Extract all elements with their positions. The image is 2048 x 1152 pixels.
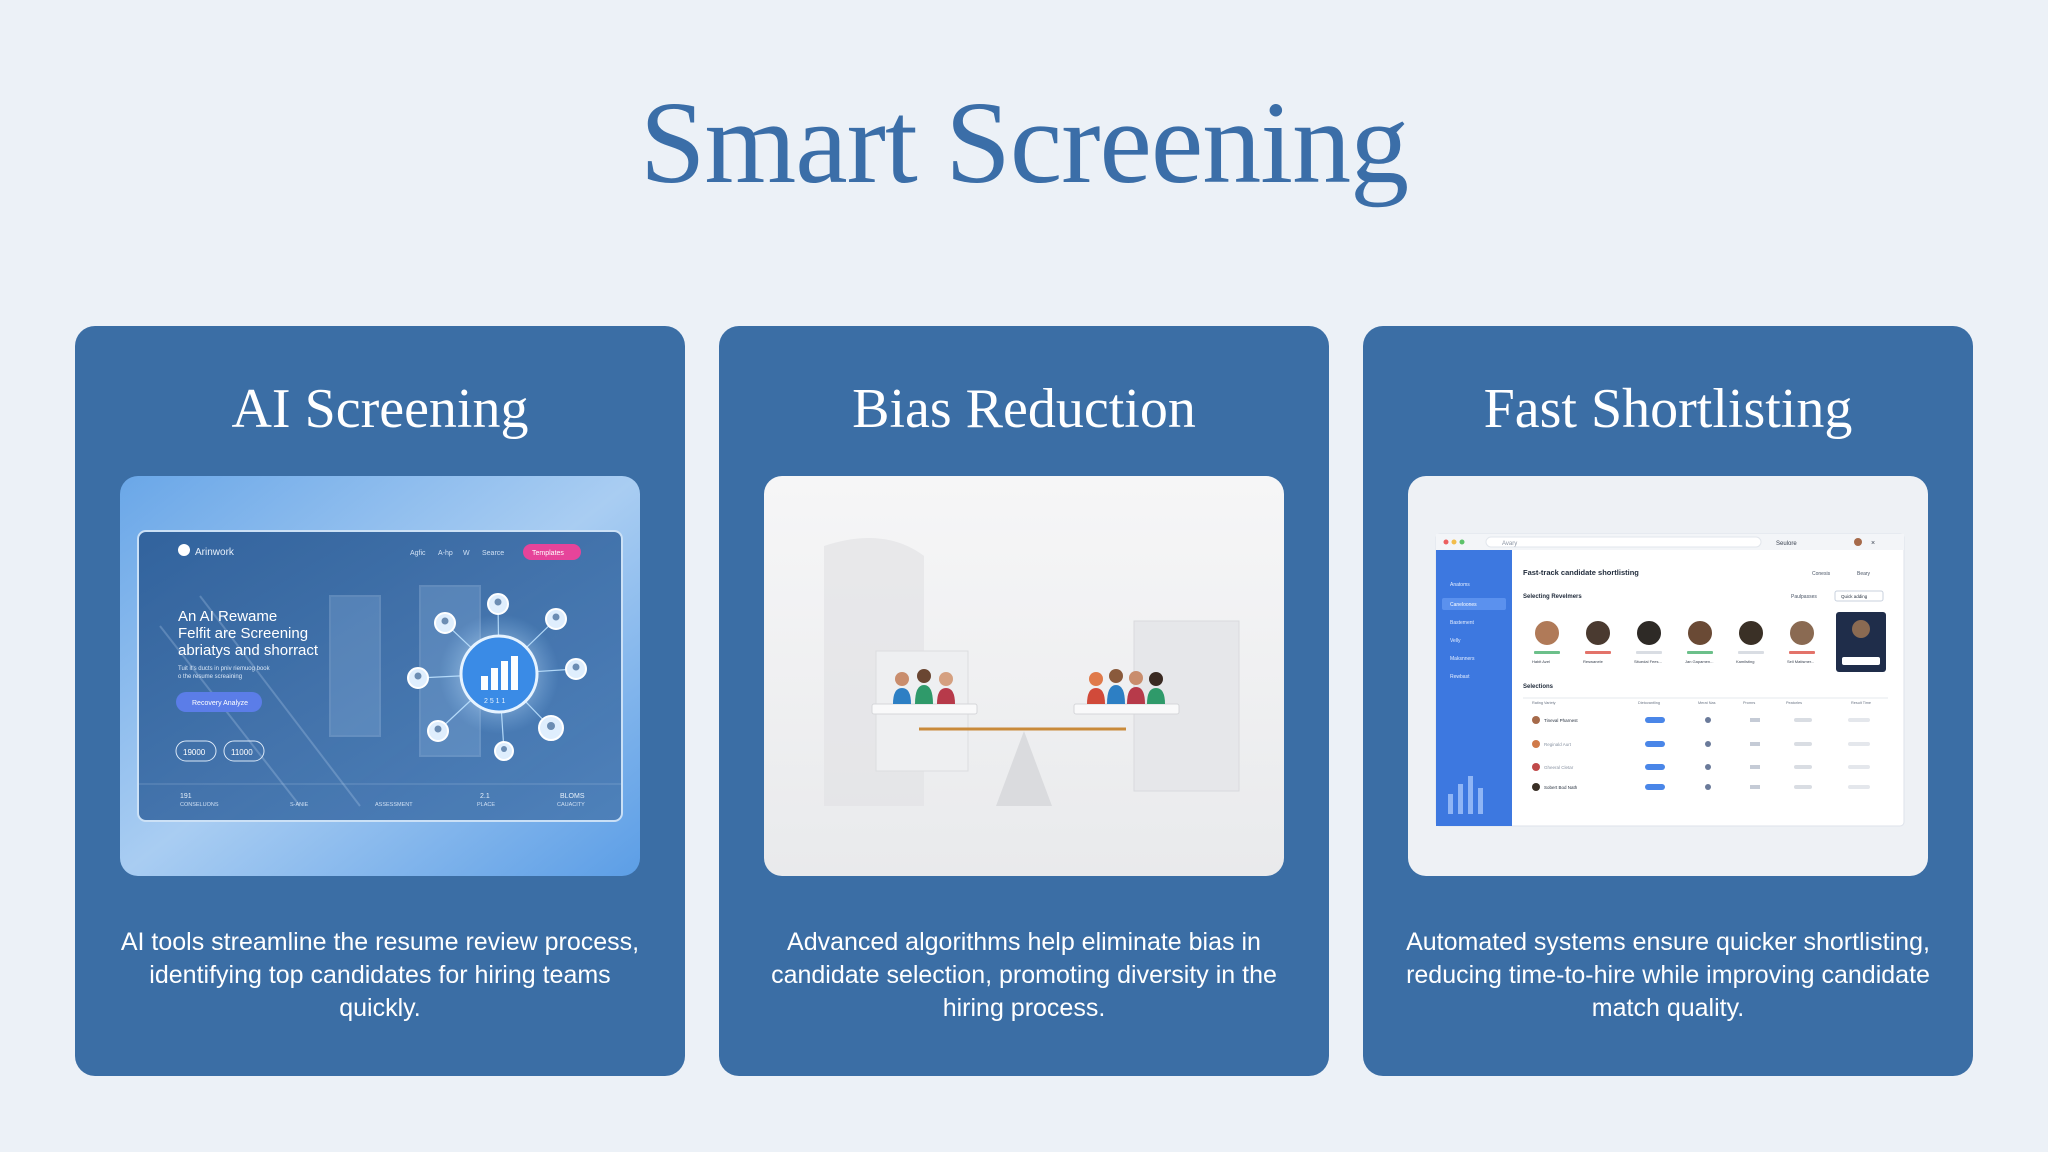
hero-headline-line: An AI Rewame [178,608,277,625]
scale-right-pan [1073,703,1180,715]
stat-chip-label: 19000 [183,748,206,757]
avatar[interactable] [1854,538,1862,546]
column-header: Rating Variety [1532,701,1556,705]
stat-label: CAUACITY [557,802,585,808]
sidebar-item[interactable]: Caneloones [1450,602,1477,608]
window-close-dot [1443,539,1449,545]
column-header: Peatorles [1786,701,1802,705]
stat-label: PLACE [477,802,495,808]
sidebar-item[interactable]: Rewbast [1450,674,1470,680]
sidebar [1436,550,1512,826]
reviewer-name: Sell Matismer... [1787,659,1814,664]
sidebar-item[interactable]: Bastement [1450,620,1475,626]
table-row[interactable]: Reginald Aurt [1532,740,1870,748]
card-title: Fast Shortlisting [1483,378,1853,440]
brand-name: Arinwork [195,547,235,558]
reviewer-name: Situedal Fees... [1634,659,1662,664]
page-title: Smart Screening [639,77,1409,208]
card-bias-reduction: Bias Reduction [719,326,1329,1076]
column-header: Result Time [1851,701,1871,705]
stat-value: 2.1 [480,793,490,800]
svg-text:Sobert Bod Nath: Sobert Bod Nath [1544,785,1578,790]
card-fast-shortlisting: Fast Shortlisting Avary Seulore × Anatom… [1363,326,1973,1076]
topbar-button[interactable]: Seulore [1776,541,1797,547]
svg-text:Gheeral Cletar: Gheeral Cletar [1544,765,1574,770]
hero-subtext: o the resume screaining [178,674,242,680]
stat-chip [223,740,265,762]
quick-adding-button[interactable] [1834,590,1884,602]
stat-label: ASSESSMENT [375,802,413,808]
card-description: Advanced algorithms help eliminate bias … [771,928,1277,1022]
nav-link[interactable]: A-hp [438,550,453,557]
cta-button[interactable] [176,692,262,712]
window-max-dot [1459,539,1465,545]
column-header: Dietovantling [1638,701,1660,705]
quick-adding-label: Quick adding [1841,594,1868,599]
reviewer-avatars [1533,619,1816,654]
people-group-icon [893,669,955,704]
people-group-icon [1087,669,1165,704]
panel-heading: Fast-track candidate shortlisting [1523,568,1639,577]
column-header: Merat Nas [1698,701,1716,705]
scale-left-pan [871,703,978,715]
scale-fulcrum [996,731,1052,806]
stat-chip-label: 11000 [231,748,253,757]
table-row[interactable]: Tineval Pharnest [1532,716,1870,724]
action-link[interactable]: Beary [1857,571,1871,577]
action-link[interactable]: Paulpasses [1791,594,1817,600]
close-icon[interactable]: × [1871,540,1875,547]
search-value: Avary [1502,541,1517,547]
card-ai-screening: AI Screening Arinwork Agfi [75,326,685,1076]
ai-screening-image: Arinwork Agfic A-hp W Searce Templates A… [120,476,640,876]
hub-digits: 2 5 1 1 [484,698,506,705]
section-heading: Selecting Revelmers [1523,594,1582,600]
cta-button-label: Recovery Analyze [192,700,248,707]
column-header: Promrs [1743,701,1755,705]
hero-subtext: Tuit it's ducts in pniv riemuog book [178,666,271,672]
svg-text:Tineval Pharnest: Tineval Pharnest [1544,718,1578,723]
stat-label: CONSELUONS [180,802,219,808]
card-description: Automated systems ensure quicker shortli… [1406,928,1930,1022]
nav-link[interactable]: Agfic [410,550,426,557]
section-heading: Selections [1523,684,1554,690]
stat-chip [175,740,217,762]
analytics-hub-icon [459,634,539,714]
nav-link[interactable]: Searce [482,550,504,557]
sidebar-active-item[interactable] [1442,598,1506,610]
action-link[interactable]: Conesis [1812,571,1831,577]
table-row[interactable]: Sobert Bod Nath [1532,783,1870,791]
reviewer-name: Jan Gapamen... [1685,659,1713,664]
nav-link[interactable]: W [463,550,470,557]
window-min-dot [1451,539,1457,545]
sidebar-item[interactable]: Velly [1450,638,1461,644]
search-input[interactable] [1485,536,1762,548]
templates-button[interactable] [523,544,581,560]
brand-logo-icon [178,544,190,556]
reviewer-name: Habit Azel [1532,659,1550,664]
reviewer-name: Reswanele [1583,659,1604,664]
reviewer-name: Kamilsting [1736,659,1754,664]
templates-button-label: Templates [532,550,564,557]
sidebar-item[interactable]: Maksnners [1450,656,1475,662]
hero-headline-line: Felfit are Screening [178,625,308,642]
table-row[interactable]: Gheeral Cletar [1532,763,1870,771]
sidebar-item[interactable]: Anatoms [1450,582,1470,588]
card-title: Bias Reduction [852,378,1196,440]
stat-value: BLOMS [560,793,585,800]
stat-label: S-ANIE [290,802,309,808]
svg-text:Reginald Aurt: Reginald Aurt [1544,742,1572,747]
card-description: AI tools streamline the resume review pr… [120,928,640,1022]
bias-reduction-image [764,476,1284,876]
stat-value: 191 [180,793,192,800]
fast-shortlisting-image: Avary Seulore × Anatoms Caneloones Baste… [1408,476,1928,876]
hero-headline-line: abriatys and shorract [178,642,319,659]
card-title: AI Screening [231,378,529,440]
